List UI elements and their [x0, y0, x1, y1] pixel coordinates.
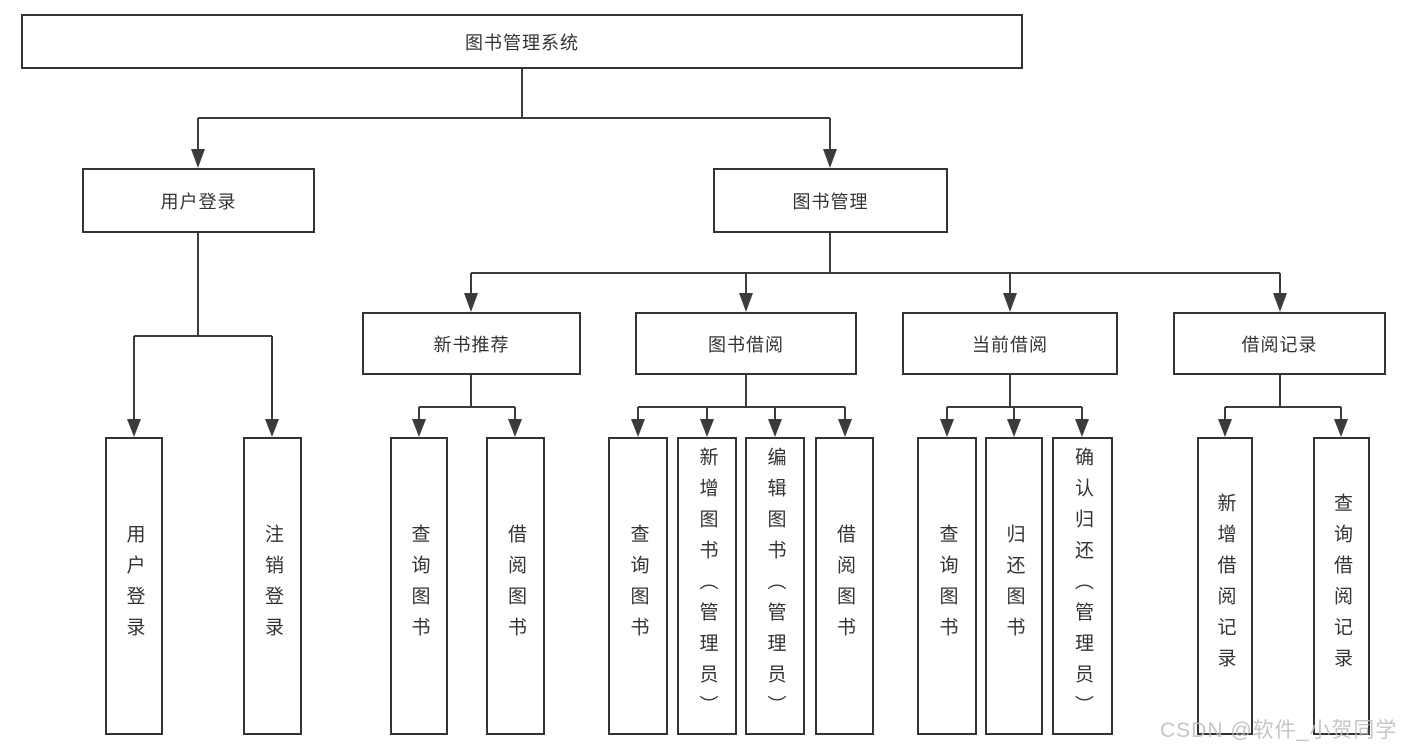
leaf-borrow-books-recommend: 借阅图书: [486, 437, 545, 735]
node-library-management-system: 图书管理系统: [21, 14, 1023, 69]
leaf-return-books: 归还图书: [985, 437, 1043, 735]
leaf-label: 借阅图书: [505, 524, 526, 648]
node-new-book-recommend: 新书推荐: [362, 312, 581, 375]
node-label: 图书管理系统: [465, 32, 579, 53]
leaf-label: 查询借阅记录: [1331, 493, 1352, 679]
leaf-add-borrow-record: 新增借阅记录: [1197, 437, 1253, 735]
node-book-management: 图书管理: [713, 168, 948, 233]
csdn-watermark: CSDN @软件_小贺同学: [1160, 719, 1398, 742]
leaf-query-books-current: 查询图书: [917, 437, 977, 735]
leaf-label: 用户登录: [123, 524, 145, 648]
leaf-label: 借阅图书: [834, 524, 855, 648]
leaf-confirm-return-admin: 确认归还（管理员）: [1052, 437, 1113, 735]
node-current-borrowing: 当前借阅: [902, 312, 1118, 375]
node-label: 图书管理: [792, 191, 869, 212]
leaf-edit-books-admin: 编辑图书（管理员）: [745, 437, 805, 735]
leaf-label: 查询图书: [627, 524, 649, 648]
node-borrowing-records: 借阅记录: [1173, 312, 1386, 375]
leaf-label: 确认归还（管理员）: [1072, 446, 1093, 726]
node-label: 当前借阅: [972, 334, 1048, 355]
node-label: 新书推荐: [433, 334, 510, 355]
leaf-label: 新增图书（管理员）: [696, 446, 718, 726]
leaf-user-login: 用户登录: [105, 437, 163, 735]
leaf-label: 新增借阅记录: [1214, 493, 1236, 679]
leaf-label: 编辑图书（管理员）: [764, 446, 786, 726]
leaf-label: 查询图书: [936, 524, 958, 648]
node-label: 借阅记录: [1241, 334, 1318, 355]
node-book-borrowing: 图书借阅: [635, 312, 857, 375]
leaf-borrow-books-borrowing: 借阅图书: [815, 437, 874, 735]
leaf-query-books-recommend: 查询图书: [390, 437, 448, 735]
leaf-add-books-admin: 新增图书（管理员）: [677, 437, 737, 735]
leaf-query-borrow-record: 查询借阅记录: [1313, 437, 1370, 735]
leaf-label: 归还图书: [1003, 524, 1025, 648]
leaf-label: 注销登录: [262, 524, 283, 648]
node-label: 用户登录: [160, 191, 237, 212]
node-user-login-group: 用户登录: [82, 168, 315, 233]
leaf-label: 查询图书: [408, 524, 430, 648]
leaf-query-books-borrowing: 查询图书: [608, 437, 668, 735]
node-label: 图书借阅: [708, 334, 784, 355]
leaf-logout: 注销登录: [243, 437, 302, 735]
